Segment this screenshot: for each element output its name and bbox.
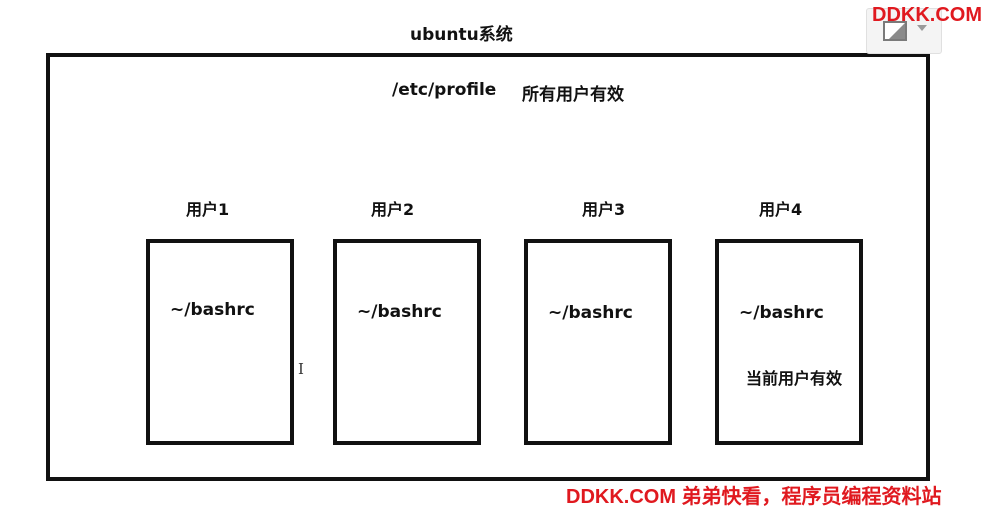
system-title: ubuntu系统 [410, 25, 513, 45]
user-bashrc-4: ~/bashrc [739, 303, 824, 323]
user-box-4 [715, 239, 863, 445]
system-box [46, 53, 930, 481]
user-box-1 [146, 239, 294, 445]
user-bashrc-2: ~/bashrc [357, 302, 442, 322]
image-toolbar[interactable] [866, 8, 942, 54]
user-bashrc-1: ~/bashrc [170, 300, 255, 320]
user-scope-note-4: 当前用户有效 [746, 369, 843, 388]
user-label-3: 用户3 [582, 200, 626, 219]
user-box-2 [333, 239, 481, 445]
watermark-bottom: DDKK.COM 弟弟快看，程序员编程资料站 [566, 486, 942, 508]
user-label-1: 用户1 [186, 200, 230, 219]
global-profile-path: /etc/profile [392, 80, 497, 100]
watermark-top: DDKK.COM [872, 4, 982, 26]
image-icon[interactable] [883, 21, 907, 41]
chevron-down-icon[interactable] [917, 25, 927, 31]
user-box-3 [524, 239, 672, 445]
user-label-2: 用户2 [371, 200, 415, 219]
user-bashrc-3: ~/bashrc [548, 303, 633, 323]
global-profile-scope: 所有用户有效 [522, 85, 624, 105]
user-label-4: 用户4 [759, 200, 803, 219]
text-cursor-icon: I [298, 360, 304, 378]
